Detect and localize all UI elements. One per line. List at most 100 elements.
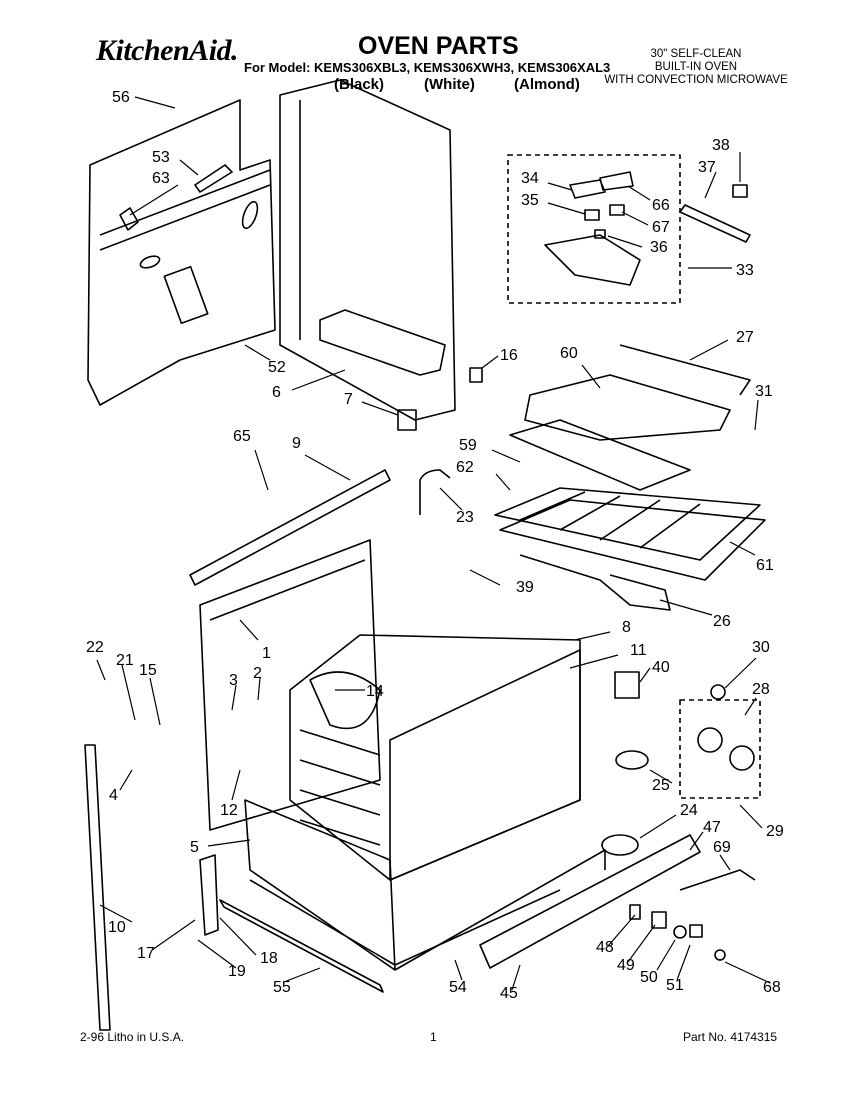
callout-36: 36 bbox=[650, 239, 668, 256]
callout-3: 3 bbox=[229, 672, 238, 689]
callout-25: 25 bbox=[652, 777, 670, 794]
callout-38: 38 bbox=[712, 137, 730, 154]
part-14-light-cover bbox=[309, 671, 381, 730]
page-title: OVEN PARTS bbox=[358, 32, 519, 60]
part-27-element bbox=[619, 344, 751, 396]
part-24-fan-base bbox=[601, 834, 639, 856]
callout-24: 24 bbox=[680, 802, 698, 819]
part-17-hinge bbox=[199, 854, 219, 936]
callout-11: 11 bbox=[630, 642, 647, 659]
callout-5: 5 bbox=[190, 839, 199, 856]
part-33-control-board bbox=[544, 234, 641, 286]
callout-63: 63 bbox=[152, 170, 170, 187]
callout-14: 14 bbox=[366, 683, 384, 700]
callout-40: 40 bbox=[652, 659, 670, 676]
base-edge bbox=[394, 849, 606, 971]
part-63-clip bbox=[119, 207, 139, 231]
part-26-bake-element bbox=[519, 554, 671, 611]
callout-33: 33 bbox=[736, 262, 754, 279]
part-28-lamp-socket bbox=[697, 727, 723, 753]
callout-50: 50 bbox=[640, 969, 658, 986]
part-drawings bbox=[84, 79, 766, 1031]
callout-69: 69 bbox=[713, 839, 731, 856]
part-53-connector bbox=[194, 164, 233, 193]
callout-54: 54 bbox=[449, 979, 467, 996]
callout-31: 31 bbox=[755, 383, 773, 400]
description-line-3: WITH CONVECTION MICROWAVE bbox=[604, 74, 788, 86]
callout-23: 23 bbox=[456, 509, 474, 526]
part-50-washer bbox=[673, 925, 687, 939]
part-1-front-frame bbox=[199, 539, 381, 831]
part-16-bracket bbox=[469, 367, 483, 383]
part-69-wire bbox=[679, 869, 756, 891]
part-52-panel-flange bbox=[99, 169, 271, 251]
cavity-front-face bbox=[389, 649, 581, 881]
part-51-nut bbox=[689, 924, 703, 938]
footer-print-info: 2-96 Litho in U.S.A. bbox=[80, 1030, 185, 1044]
callout-30: 30 bbox=[752, 639, 770, 656]
part-37-sensor bbox=[679, 204, 751, 243]
frame-edge bbox=[209, 559, 366, 621]
part-59-broil-pan bbox=[509, 419, 691, 491]
model-line: For Model: KEMS306XBL3, KEMS306XWH3, KEM… bbox=[244, 60, 611, 75]
callout-19: 19 bbox=[228, 963, 246, 980]
cavity-rack-supports bbox=[299, 729, 381, 846]
part-35-bracket bbox=[584, 209, 600, 221]
color-white: (White) bbox=[424, 76, 475, 93]
callout-48: 48 bbox=[596, 939, 614, 956]
callout-39: 39 bbox=[516, 579, 534, 596]
part-54-bottom-trim bbox=[249, 879, 561, 966]
panel-cutout bbox=[163, 265, 209, 325]
callout-4: 4 bbox=[109, 787, 118, 804]
panel-hole bbox=[139, 255, 161, 269]
side-panel-duct bbox=[319, 309, 446, 376]
callout-9: 9 bbox=[292, 435, 301, 452]
part-56-rear-panel bbox=[87, 99, 276, 406]
callout-53: 53 bbox=[152, 149, 170, 166]
callout-8: 8 bbox=[622, 619, 631, 636]
part-10-side-strip bbox=[84, 744, 111, 1031]
callout-22: 22 bbox=[86, 639, 104, 656]
callout-52: 52 bbox=[268, 359, 286, 376]
footer-page-number: 1 bbox=[430, 1030, 437, 1044]
part-60-broil-element bbox=[524, 374, 731, 441]
part-7-spacer bbox=[397, 409, 417, 431]
callout-68: 68 bbox=[763, 979, 781, 996]
part-34-66-relays bbox=[569, 171, 634, 199]
callout-49: 49 bbox=[617, 957, 635, 974]
callout-37: 37 bbox=[698, 159, 716, 176]
callout-10: 10 bbox=[108, 919, 126, 936]
color-black: (Black) bbox=[334, 76, 385, 93]
callout-28: 28 bbox=[752, 681, 770, 698]
callout-21: 21 bbox=[116, 652, 134, 669]
callout-59: 59 bbox=[459, 437, 477, 454]
brand-logo: KitchenAid. bbox=[96, 34, 239, 67]
callout-35: 35 bbox=[521, 192, 539, 209]
callout-61: 61 bbox=[756, 557, 774, 574]
part-6-side-panel bbox=[279, 79, 456, 421]
part-67-bracket bbox=[609, 204, 625, 216]
callout-6: 6 bbox=[272, 384, 281, 401]
part-23-tube bbox=[419, 469, 451, 515]
color-almond: (Almond) bbox=[514, 76, 580, 93]
callout-60: 60 bbox=[560, 345, 578, 362]
callout-12: 12 bbox=[220, 802, 238, 819]
part-30-washer bbox=[710, 684, 726, 700]
callout-1: 1 bbox=[262, 645, 271, 662]
callout-26: 26 bbox=[713, 613, 731, 630]
callout-45: 45 bbox=[500, 985, 518, 1002]
description-line-2: BUILT-IN OVEN bbox=[654, 61, 738, 73]
callout-55: 55 bbox=[273, 979, 291, 996]
part-9-rail bbox=[189, 469, 391, 586]
part-62-oven-rack bbox=[494, 487, 761, 561]
callout-51: 51 bbox=[666, 977, 684, 994]
callout-67: 67 bbox=[652, 219, 670, 236]
callout-62: 62 bbox=[456, 459, 474, 476]
callout-34: 34 bbox=[521, 170, 539, 187]
callout-29: 29 bbox=[766, 823, 784, 840]
rack-wires bbox=[519, 491, 701, 549]
part-40-plate bbox=[614, 671, 640, 699]
callout-2: 2 bbox=[253, 665, 262, 682]
